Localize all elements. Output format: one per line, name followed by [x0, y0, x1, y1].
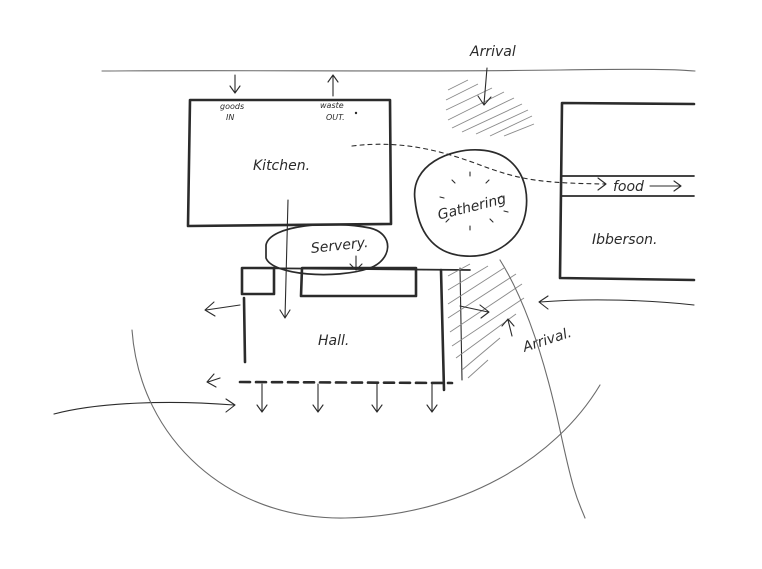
- arrival-up-arrow-icon: [501, 318, 515, 337]
- hall-wall-right: [439, 268, 446, 392]
- ibberson-label: Ibberson.: [592, 232, 657, 248]
- gathering-label: Gathering: [436, 191, 508, 223]
- exit-arrow-icon: [256, 383, 268, 413]
- kitchen-box: [186, 98, 393, 228]
- hall-dashed-glazing: [238, 380, 454, 385]
- exit-arrow-icon: [206, 373, 221, 388]
- hall-wall-left: [242, 296, 247, 364]
- arrival-top-arrow-icon: [477, 67, 492, 106]
- goods-in-arrow-icon: [229, 74, 241, 94]
- goods-in-label-line1: goods: [220, 102, 244, 111]
- hatch-entry-arrow-icon: [459, 304, 490, 319]
- arrival-path-curve: [499, 259, 586, 519]
- hall-label: Hall.: [318, 333, 349, 349]
- gathering-circle: [413, 149, 528, 257]
- arrival-top-hatch: [445, 79, 535, 137]
- hall-right-outer-wall: [459, 267, 463, 381]
- exit-arrow-icon: [426, 383, 438, 413]
- waste-out-arrow-icon: [327, 74, 339, 97]
- arrival-right-label: Arrival.: [520, 325, 574, 356]
- left-entry-arrow-icon: [53, 398, 236, 415]
- hall-top-line: [241, 267, 471, 271]
- servery-counter-mark: [349, 255, 363, 271]
- arrival-right-arrow-icon: [538, 295, 695, 310]
- arrival-right-hatch: [447, 263, 525, 379]
- servery-ellipse: [265, 223, 389, 276]
- arrival-top-label: Arrival: [469, 44, 516, 60]
- waste-out-label-line2: OUT.: [326, 113, 345, 122]
- kitchen-to-hall-arrow-icon: [279, 199, 291, 319]
- exit-arrow-icon: [371, 383, 383, 413]
- ibberson-building: [558, 101, 696, 282]
- kitchen-label: Kitchen.: [253, 158, 310, 174]
- hall-exit-arrows: [206, 373, 438, 413]
- dot-mark: [354, 111, 358, 115]
- top-boundary-line: [101, 68, 696, 72]
- waste-out-label-line1: waste: [320, 101, 344, 110]
- small-store-box: [240, 266, 276, 296]
- food-label: food: [613, 179, 644, 195]
- servery-label: Servery.: [310, 235, 369, 257]
- food-path-dashed: [351, 143, 606, 185]
- gathering-radiating-marks: [439, 171, 509, 231]
- food-exit-arrow-icon: [649, 180, 682, 192]
- hall-left-arrow-icon: [204, 301, 241, 317]
- servery-counter: [299, 266, 418, 298]
- goods-in-label-line2: IN: [226, 113, 234, 122]
- exit-arrow-icon: [312, 383, 324, 413]
- food-arrow-icon: [597, 177, 607, 191]
- site-boundary-arc: [131, 329, 601, 519]
